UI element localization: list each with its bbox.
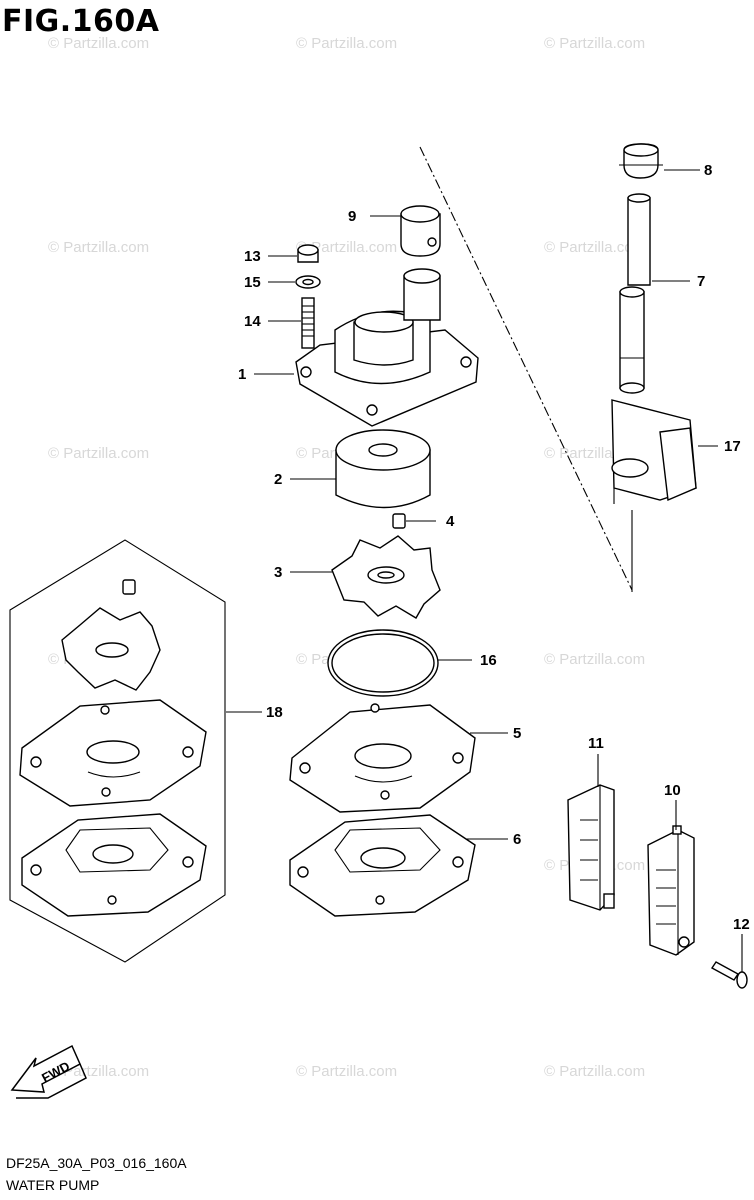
callout-11[interactable]: 11 <box>588 735 604 752</box>
part-8-grommet[interactable] <box>619 143 663 179</box>
callout-6[interactable]: 6 <box>513 831 521 848</box>
watermark: © Partzilla.com <box>296 35 397 52</box>
part-16-o-ring[interactable] <box>327 629 439 697</box>
watermark: © Partzilla.com <box>48 35 149 52</box>
part-1-pump-case[interactable] <box>295 268 479 427</box>
callout-14b[interactable]: 14 <box>244 313 261 330</box>
callout-7[interactable]: 7 <box>697 273 705 290</box>
watermark: © Partzilla.com <box>544 651 645 668</box>
part-12-screw[interactable] <box>710 961 748 989</box>
callout-4[interactable]: 4 <box>446 513 455 530</box>
part-13-nut[interactable] <box>297 244 319 263</box>
reference-line <box>419 146 633 591</box>
figure-name: WATER PUMP <box>6 1177 100 1193</box>
callout-10[interactable]: 10 <box>664 782 681 799</box>
watermarks: © Partzilla.com © Partzilla.com © Partzi… <box>48 35 645 1080</box>
callout-3[interactable]: 3 <box>274 564 282 581</box>
watermark: © Partzilla.com <box>48 239 149 256</box>
callout-12[interactable]: 12 <box>733 916 750 933</box>
part-5-gasket[interactable] <box>289 703 476 813</box>
callout-17[interactable]: 17 <box>724 438 741 455</box>
part-14-stud-bolt[interactable] <box>301 297 315 349</box>
part-9-guide[interactable] <box>400 205 441 257</box>
callout-5[interactable]: 5 <box>513 725 521 742</box>
figure-title: FIG.160A <box>2 4 160 39</box>
part-7-tube[interactable] <box>619 193 651 394</box>
part-11-cover[interactable] <box>567 784 615 911</box>
callout-1[interactable]: 1 <box>238 366 246 383</box>
part-10-cover[interactable] <box>647 825 695 956</box>
leader-lines <box>226 169 743 972</box>
callout-18[interactable]: 18 <box>266 704 283 721</box>
callout-16[interactable]: 16 <box>480 652 497 669</box>
callout-13[interactable]: 13 <box>244 248 261 265</box>
part-2-liner[interactable] <box>335 429 431 509</box>
part-17-holder[interactable] <box>611 399 697 504</box>
part-18-impeller-kit[interactable] <box>9 539 226 963</box>
callout-9[interactable]: 9 <box>348 208 356 225</box>
part-6-plate[interactable] <box>289 814 476 917</box>
watermark: © Partzilla.com <box>296 239 397 256</box>
figure-code: DF25A_30A_P03_016_160A <box>6 1155 187 1171</box>
callout-14[interactable]: 15 <box>244 274 261 291</box>
watermark: © Partzilla.com <box>544 239 645 256</box>
watermark: © Partzilla.com <box>544 35 645 52</box>
callout-labels: 1 2 3 4 5 6 7 8 9 10 11 12 13 15 14 16 1… <box>238 162 750 933</box>
part-3-impeller[interactable] <box>331 535 441 619</box>
watermark: © Partzilla.com <box>296 1063 397 1080</box>
watermark: © Partzilla.com <box>544 1063 645 1080</box>
part-15-washer[interactable] <box>295 275 321 289</box>
watermark: © Partzilla.com <box>48 445 149 462</box>
callout-8[interactable]: 8 <box>704 162 712 179</box>
callout-2[interactable]: 2 <box>274 471 282 488</box>
part-4-key[interactable] <box>392 513 406 529</box>
